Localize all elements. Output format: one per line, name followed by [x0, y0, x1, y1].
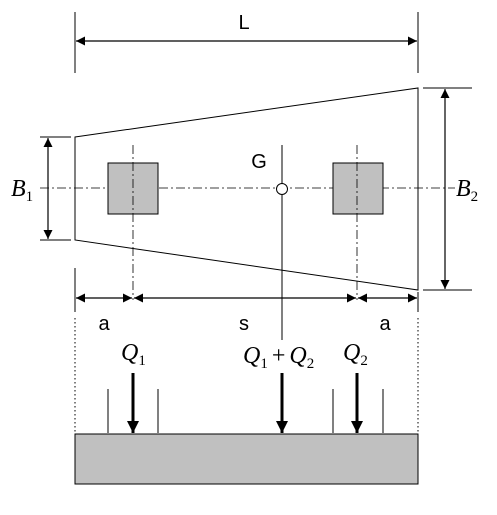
offset-right-label: a: [379, 313, 391, 335]
length-label: L: [238, 12, 249, 34]
offset-left-label: a: [98, 313, 110, 335]
centroid-label: G: [251, 151, 267, 173]
length-dimension: L: [74, 12, 419, 73]
footing-plan-trapezoid: [74, 87, 419, 291]
b2-label: B2: [456, 176, 478, 205]
load-left-label: Q1: [121, 340, 146, 369]
resultant-load-label: Q1+Q2: [243, 343, 314, 372]
width-left-dimension: B1: [11, 136, 71, 241]
load-right-label: Q2: [343, 340, 368, 369]
footing-elevation-slab: [74, 433, 419, 485]
column-left-plan: [107, 162, 159, 215]
b1-label: B1: [11, 176, 33, 205]
centroid-marker: [276, 183, 288, 195]
offset-dimension-chain: a s a: [74, 268, 419, 335]
column-right-plan: [332, 162, 384, 215]
spacing-label: s: [239, 313, 249, 335]
width-right-dimension: B2: [423, 87, 478, 291]
